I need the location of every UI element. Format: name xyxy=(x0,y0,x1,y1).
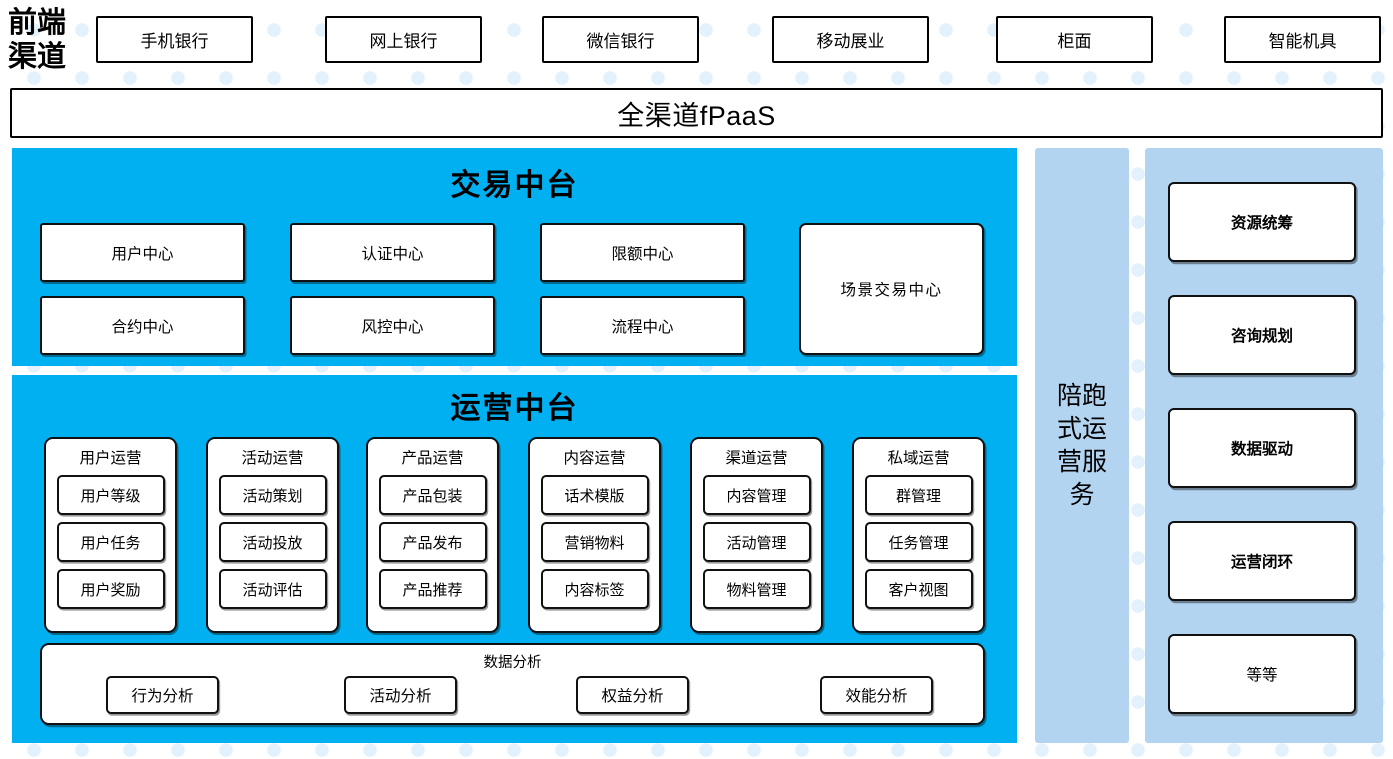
channel-counter[interactable]: 柜面 xyxy=(996,16,1153,63)
transaction-box-auth-center[interactable]: 认证中心 xyxy=(290,223,495,282)
transaction-box-user-center[interactable]: 用户中心 xyxy=(40,223,245,282)
transaction-box-label: 认证中心 xyxy=(361,245,424,263)
operations-item[interactable]: 用户等级 xyxy=(56,475,165,515)
service-box-operations-closed-loop[interactable]: 运营闭环 xyxy=(1168,521,1356,601)
transaction-box-label: 合约中心 xyxy=(111,318,174,336)
operations-column-private-domain-operations[interactable]: 私域运营 群管理 任务管理 客户视图 xyxy=(852,437,985,633)
data-analysis-item-label: 行为分析 xyxy=(131,688,194,705)
transaction-box-label: 风控中心 xyxy=(361,318,424,336)
operations-item[interactable]: 内容标签 xyxy=(540,569,649,609)
operations-item[interactable]: 活动策划 xyxy=(218,475,327,515)
transaction-box-process-center[interactable]: 流程中心 xyxy=(540,296,745,355)
service-box-etcetera[interactable]: 等等 xyxy=(1168,634,1356,714)
operations-column-user-operations[interactable]: 用户运营 用户等级 用户任务 用户奖励 xyxy=(44,437,177,633)
data-analysis-item-label: 权益分析 xyxy=(601,688,664,705)
operations-column-campaign-operations[interactable]: 活动运营 活动策划 活动投放 活动评估 xyxy=(206,437,339,633)
data-analysis-item-label: 活动分析 xyxy=(369,688,432,705)
channel-smart-machine[interactable]: 智能机具 xyxy=(1224,16,1381,63)
data-analysis-item-benefit-analysis[interactable]: 权益分析 xyxy=(576,676,689,714)
transaction-box-scenario-trade-center[interactable]: 场景交易中心 xyxy=(799,223,984,355)
channel-label: 微信银行 xyxy=(586,32,655,51)
channel-online-banking[interactable]: 网上银行 xyxy=(325,16,482,63)
channel-wechat-banking[interactable]: 微信银行 xyxy=(542,16,699,63)
operations-item[interactable]: 营销物料 xyxy=(540,522,649,562)
operations-column-product-operations[interactable]: 产品运营 产品包装 产品发布 产品推荐 xyxy=(366,437,499,633)
operations-item[interactable]: 物料管理 xyxy=(702,569,811,609)
operations-item[interactable]: 活动投放 xyxy=(218,522,327,562)
channel-label: 移动展业 xyxy=(816,32,885,51)
channel-label: 手机银行 xyxy=(140,32,209,51)
omnichannel-fpaas-bar[interactable]: 全渠道fPaaS xyxy=(10,88,1383,138)
transaction-box-label: 流程中心 xyxy=(611,318,674,336)
channel-mobile-banking[interactable]: 手机银行 xyxy=(96,16,253,63)
transaction-box-label: 场景交易中心 xyxy=(840,282,943,299)
operations-item[interactable]: 客户视图 xyxy=(864,569,973,609)
operations-column-title: 渠道运营 xyxy=(725,450,788,467)
operations-item[interactable]: 内容管理 xyxy=(702,475,811,515)
transaction-box-limit-center[interactable]: 限额中心 xyxy=(540,223,745,282)
transaction-box-contract-center[interactable]: 合约中心 xyxy=(40,296,245,355)
transaction-box-label: 用户中心 xyxy=(111,245,174,263)
companion-service-strip: 陪跑式运营服务 xyxy=(1035,148,1129,743)
operations-item[interactable]: 活动评估 xyxy=(218,569,327,609)
service-box-label: 资源统筹 xyxy=(1230,215,1293,232)
channel-mobile-outreach[interactable]: 移动展业 xyxy=(772,16,929,63)
operations-column-title: 用户运营 xyxy=(79,450,142,467)
front-channel-label: 前端 渠道 xyxy=(8,6,88,74)
data-analysis-item-behavior-analysis[interactable]: 行为分析 xyxy=(106,676,219,714)
service-box-label: 咨询规划 xyxy=(1230,328,1293,345)
operations-item[interactable]: 产品包装 xyxy=(378,475,487,515)
service-box-label: 运营闭环 xyxy=(1230,554,1293,571)
channel-label: 网上银行 xyxy=(369,32,438,51)
operations-column-title: 产品运营 xyxy=(401,450,464,467)
front-channel-label-line2: 渠道 xyxy=(8,41,67,73)
service-box-label: 等等 xyxy=(1246,667,1278,684)
operations-item[interactable]: 用户任务 xyxy=(56,522,165,562)
transaction-platform-title: 交易中台 xyxy=(450,169,579,202)
service-box-label: 数据驱动 xyxy=(1230,441,1293,458)
operations-item[interactable]: 用户奖励 xyxy=(56,569,165,609)
front-channel-label-line1: 前端 xyxy=(8,7,67,39)
operations-column-content-operations[interactable]: 内容运营 话术模版 营销物料 内容标签 xyxy=(528,437,661,633)
companion-service-label: 陪跑式运营服务 xyxy=(1056,382,1107,509)
operations-item[interactable]: 活动管理 xyxy=(702,522,811,562)
fpaas-label: 全渠道fPaaS xyxy=(617,100,776,131)
operations-item[interactable]: 产品发布 xyxy=(378,522,487,562)
operations-item[interactable]: 产品推荐 xyxy=(378,569,487,609)
operations-column-title: 活动运营 xyxy=(241,450,304,467)
data-analysis-item-label: 效能分析 xyxy=(845,688,908,705)
service-box-resource-coordination[interactable]: 资源统筹 xyxy=(1168,182,1356,262)
data-analysis-item-efficiency-analysis[interactable]: 效能分析 xyxy=(820,676,933,714)
channel-label: 智能机具 xyxy=(1268,32,1337,51)
operations-item[interactable]: 群管理 xyxy=(864,475,973,515)
operations-item[interactable]: 任务管理 xyxy=(864,522,973,562)
operations-item[interactable]: 话术模版 xyxy=(540,475,649,515)
data-analysis-title: 数据分析 xyxy=(483,655,542,671)
operations-column-title: 私域运营 xyxy=(887,450,950,467)
operations-platform-title: 运营中台 xyxy=(450,392,579,425)
channel-label: 柜面 xyxy=(1057,32,1092,51)
operations-column-channel-operations[interactable]: 渠道运营 内容管理 活动管理 物料管理 xyxy=(690,437,823,633)
service-box-consulting-planning[interactable]: 咨询规划 xyxy=(1168,295,1356,375)
data-analysis-item-campaign-analysis[interactable]: 活动分析 xyxy=(344,676,457,714)
service-box-data-driven[interactable]: 数据驱动 xyxy=(1168,408,1356,488)
transaction-box-risk-center[interactable]: 风控中心 xyxy=(290,296,495,355)
transaction-box-label: 限额中心 xyxy=(611,245,674,263)
operations-column-title: 内容运营 xyxy=(563,450,626,467)
